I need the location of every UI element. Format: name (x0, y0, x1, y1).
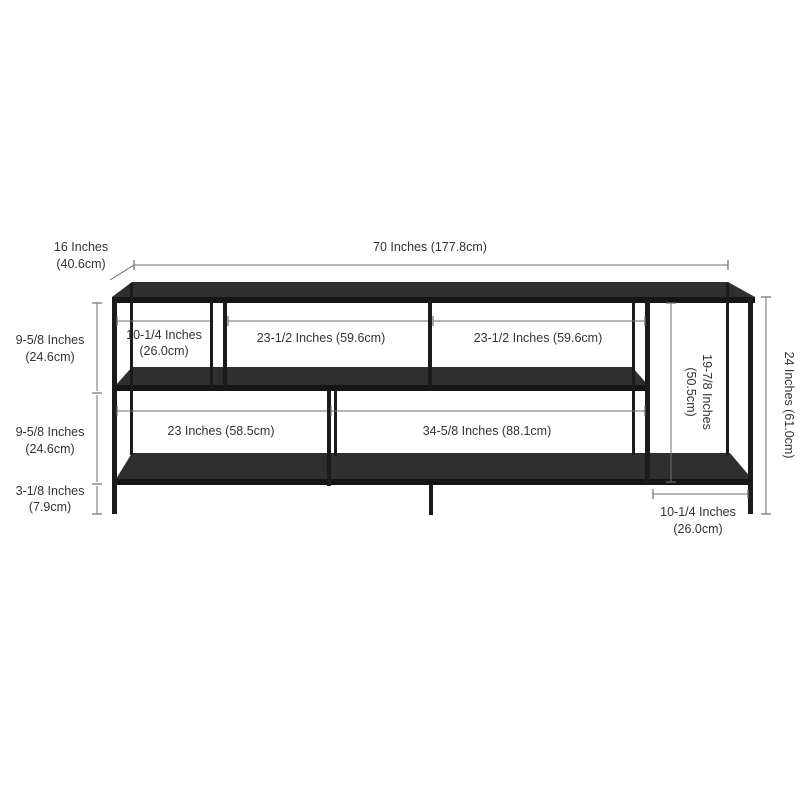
front-left-leg (112, 297, 117, 514)
left-top-gap-label-line1: 9-5/8 Inches (16, 333, 85, 347)
width-label: 70 Inches (177.8cm) (373, 240, 487, 254)
top-small-compartment-label-line2: (26.0cm) (139, 344, 188, 358)
back-left-post (130, 283, 133, 455)
left-bottom-gap-label-line2: (7.9cm) (29, 500, 71, 514)
divider-post-middle-back (334, 390, 337, 456)
divider-post-small-right (223, 300, 227, 388)
middle-shelf (116, 367, 648, 385)
dimension-labels: 16 Inches (40.6cm) 70 Inches (177.8cm) 2… (16, 240, 796, 536)
divider-post-top-center (428, 300, 432, 388)
middle-shelf-front-edge (116, 385, 648, 391)
top-shelf (112, 282, 755, 297)
right-tall-compartment-label-line2: (50.5cm) (684, 367, 698, 416)
depth-line (109, 264, 135, 281)
bottom-shelf-front-edge (116, 479, 752, 485)
front-right-leg (748, 297, 753, 514)
center-support-leg (429, 485, 433, 515)
middle-right-compartment-label: 34-5/8 Inches (88.1cm) (423, 424, 552, 438)
right-tall-compartment-label-line1: 19-7/8 Inches (700, 354, 714, 430)
divider-post-middle-front (327, 390, 331, 486)
top-center-compartment-label: 23-1/2 Inches (59.6cm) (257, 331, 386, 345)
dimension-lines (92, 260, 771, 515)
divider-post-small-left (210, 300, 213, 388)
left-mid-gap-label-line1: 9-5/8 Inches (16, 425, 85, 439)
total-height-label: 24 Inches (61.0cm) (782, 352, 796, 459)
divider-post-top-right-back (632, 300, 635, 455)
depth-label-line1: 16 Inches (54, 240, 108, 254)
bottom-shelf (116, 453, 752, 479)
left-bottom-gap-label-line1: 3-1/8 Inches (16, 484, 85, 498)
divider-post-tall-section (645, 300, 650, 482)
right-bottom-width-label-line1: 10-1/4 Inches (660, 505, 736, 519)
left-mid-gap-label-line2: (24.6cm) (25, 442, 74, 456)
right-bottom-width-label-line2: (26.0cm) (673, 522, 722, 536)
top-small-compartment-label-line1: 10-1/4 Inches (126, 328, 202, 342)
top-shelf-front-edge (112, 297, 755, 303)
top-right-compartment-label: 23-1/2 Inches (59.6cm) (474, 331, 603, 345)
middle-left-compartment-label: 23 Inches (58.5cm) (168, 424, 275, 438)
tv-stand-shelf-unit (112, 282, 755, 515)
left-top-gap-label-line2: (24.6cm) (25, 350, 74, 364)
back-right-post (726, 283, 729, 455)
depth-label-line2: (40.6cm) (56, 257, 105, 271)
